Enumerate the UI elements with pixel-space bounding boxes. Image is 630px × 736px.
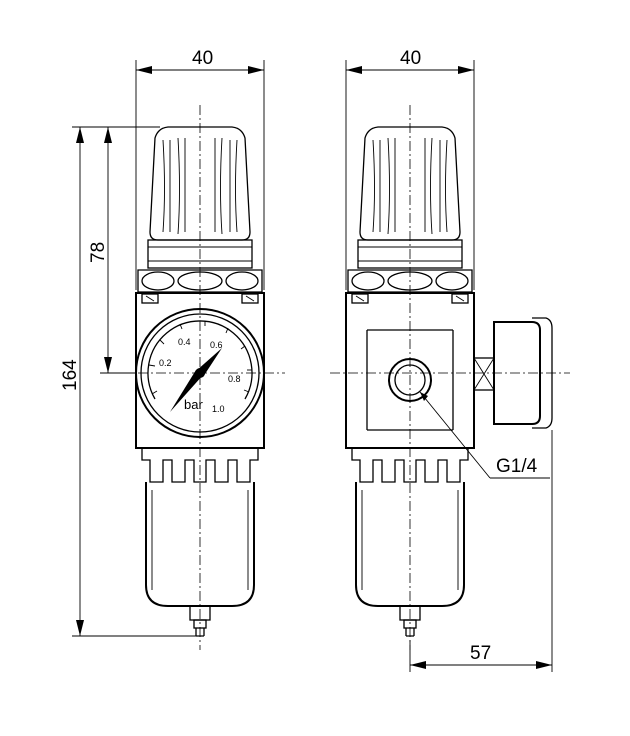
gauge-label-0-6: 0.6 [210,340,223,350]
bowl-ribs-side [351,448,469,483]
inlet-port [388,358,432,402]
height-upper-value: 78 [88,242,109,263]
body-front [135,292,265,449]
dimension-gauge-offset: 57 [409,430,553,672]
collar-front [147,239,253,269]
drain-valve-side [399,605,421,637]
collar-side [357,239,463,269]
gauge-label-0-4: 0.4 [178,337,191,347]
width-right-value: 40 [400,48,421,69]
drain-valve-front [189,605,211,637]
gauge-unit: bar [184,397,203,412]
side-view: G1/4 [330,105,570,650]
adjusting-knob-side [359,126,461,241]
dimension-height-total: 164 [60,126,196,637]
bowl-ribs-front [141,448,259,483]
gauge-offset-value: 57 [470,643,491,664]
gauge-label-0-8: 0.8 [228,374,241,384]
dimension-width-left: 40 [135,48,265,290]
height-total-value: 164 [60,359,81,391]
gauge-side [473,317,553,429]
width-left-value: 40 [192,48,213,69]
port-leader: G1/4 [419,391,550,479]
port-size-label: G1/4 [496,456,538,477]
dimension-height-upper: 78 [88,126,160,374]
gauge-label-0-2: 0.2 [159,358,172,368]
gauge-needle [170,370,203,412]
adjusting-knob-front [149,126,251,241]
dimension-width-right: 40 [345,48,475,290]
front-view: 0.2 0.4 0.6 0.8 1.0 bar [120,105,285,650]
body-side [345,292,475,449]
gauge-label-1-0: 1.0 [212,404,225,414]
